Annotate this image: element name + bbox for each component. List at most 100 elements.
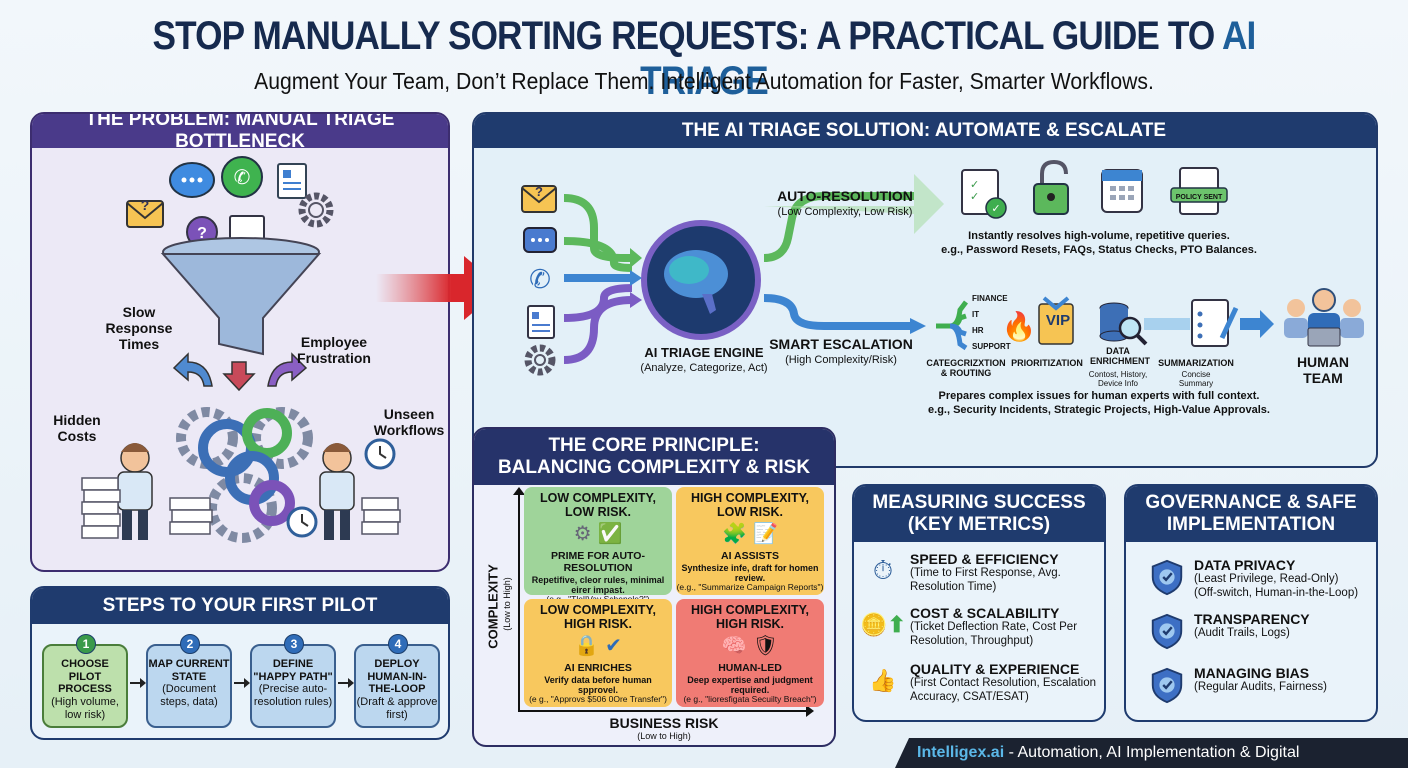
thumbs-up-stars-icon: 👍 bbox=[869, 668, 897, 693]
routing-branches-icon bbox=[936, 300, 968, 351]
document-icon bbox=[527, 305, 555, 339]
step-data-enrichment-sub: Contost, History, Device Info bbox=[1088, 370, 1148, 389]
governance-title: GOVERNANCE & SAFE IMPLEMENTATION bbox=[1126, 486, 1376, 542]
engine-sub: (Analyze, Categorize, Act) bbox=[640, 362, 768, 374]
core-title: THE CORE PRINCIPLE: BALANCING COMPLEXITY… bbox=[474, 429, 834, 485]
solution-panel: THE AI TRIAGE SOLUTION: AUTOMATE & ESCAL… bbox=[472, 112, 1378, 468]
core-principle-panel: THE CORE PRINCIPLE: BALANCING COMPLEXITY… bbox=[472, 427, 836, 747]
step-number: 2 bbox=[180, 634, 200, 654]
page-subtitle: Augment Your Team, Don’t Replace Them. I… bbox=[254, 68, 1154, 94]
svg-text:?: ? bbox=[197, 225, 207, 242]
step-arrow bbox=[338, 678, 354, 688]
footer-tagline: - Automation, AI Implementation & Digita… bbox=[1008, 744, 1300, 761]
step-number: 4 bbox=[388, 634, 408, 654]
svg-text:✆: ✆ bbox=[234, 167, 251, 189]
governance-desc: (Least Privilege, Read-Only) bbox=[1194, 573, 1339, 586]
svg-text:✓: ✓ bbox=[970, 191, 979, 203]
step-summarization-sub: Concise Summary bbox=[1178, 370, 1214, 389]
funnel-icon bbox=[160, 237, 322, 356]
smart-escalation-title: SMART ESCALATION bbox=[769, 336, 913, 352]
calendar-icon bbox=[1101, 169, 1143, 213]
governance-title-line2: IMPLEMENTATION bbox=[1166, 514, 1336, 535]
problem-to-solution-arrow bbox=[376, 256, 502, 320]
to-human-arrow bbox=[1240, 310, 1274, 338]
y-axis bbox=[518, 491, 520, 711]
metric-desc: (Time to First Response, Avg. Resolution… bbox=[910, 567, 1061, 593]
human-team-label: HUMAN TEAM bbox=[1296, 354, 1350, 387]
svg-text:✓: ✓ bbox=[991, 203, 1000, 215]
governance-desc: (Audit Trails, Logs) bbox=[1194, 627, 1290, 640]
email-question-icon: ? bbox=[126, 197, 164, 228]
escalation-desc-line1: Prepares complex issues for human expert… bbox=[938, 390, 1260, 402]
auto-desc-line2: e.g., Password Resets, FAQs, Status Chec… bbox=[941, 244, 1257, 256]
step-title: DEFINE "HAPPY PATH" bbox=[253, 658, 333, 683]
database-search-icon bbox=[1099, 302, 1148, 346]
policy-document-icon bbox=[1170, 167, 1228, 215]
chat-bubble-icon bbox=[169, 162, 215, 198]
checklist-icon: ✓✓✓ bbox=[961, 169, 1007, 219]
gear-icon bbox=[524, 344, 556, 376]
metric-item: 👍 QUALITY & EXPERIENCE(First Contact Res… bbox=[864, 661, 1104, 704]
auto-resolution-title: AUTO-RESOLUTION bbox=[777, 188, 913, 204]
footer-banner: Intelligex.ai - Automation, AI Implement… bbox=[895, 738, 1408, 768]
smart-escalation-sub: (High Complexity/Risk) bbox=[785, 354, 897, 366]
core-title-line1: THE CORE PRINCIPLE: bbox=[548, 435, 760, 457]
ai-brain-engine-icon bbox=[641, 220, 761, 340]
clock-icon bbox=[286, 506, 318, 538]
metric-title: QUALITY & EXPERIENCE bbox=[910, 661, 1080, 677]
core-title-line2: BALANCING COMPLEXITY & RISK bbox=[497, 457, 811, 478]
phone-icon: ✆ bbox=[529, 264, 551, 294]
svg-text:✓: ✓ bbox=[970, 179, 979, 191]
shield-check-icon bbox=[1151, 559, 1183, 596]
summary-document-icon bbox=[1191, 299, 1239, 347]
quadrant-title: LOW COMPLEXITY, LOW RISK. bbox=[540, 491, 656, 519]
metrics-title: MEASURING SUCCESS (KEY METRICS) bbox=[854, 486, 1104, 542]
quadrant-desc: Synthesize infe, draft for homen review. bbox=[681, 562, 819, 583]
governance-item: TRANSPARENCY(Audit Trails, Logs) bbox=[1148, 611, 1310, 650]
stressed-person-left-icon bbox=[117, 443, 153, 540]
lock-verified-icon: 🔒✔ bbox=[574, 634, 622, 657]
route-it: IT bbox=[972, 310, 980, 319]
vip-badge-icon bbox=[1038, 296, 1074, 345]
policy-sent-badge: POLICY SENT bbox=[1175, 194, 1223, 201]
curved-arrow-left-icon bbox=[172, 352, 213, 387]
stressed-person-right-icon bbox=[319, 443, 355, 540]
vip-label: VIP bbox=[1045, 312, 1071, 329]
step-number: 1 bbox=[76, 634, 96, 654]
quadrant-desc: Verify data before human spprovel. bbox=[544, 674, 652, 695]
whatsapp-phone-icon: ✆ bbox=[221, 156, 263, 198]
employee-frustration-label: Employee Frustration bbox=[297, 334, 371, 367]
quadrant-heading: AI ENRICHES bbox=[564, 662, 632, 674]
step-title: MAP CURRENT STATE bbox=[148, 658, 230, 683]
quadrant-example: (e.g., "Summarize Campaign Reports") bbox=[676, 581, 824, 592]
metric-title: COST & SCALABILITY bbox=[910, 605, 1060, 621]
curved-arrow-right-icon bbox=[267, 352, 308, 387]
y-axis-label: COMPLEXITY bbox=[485, 564, 501, 649]
fire-icon: 🔥 bbox=[1002, 310, 1037, 343]
title-accent: AI TRIAGE bbox=[640, 14, 1256, 103]
shield-check-icon bbox=[1151, 613, 1183, 650]
metrics-panel: MEASURING SUCCESS (KEY METRICS) ⏱ SPEED … bbox=[852, 484, 1106, 722]
step-number: 3 bbox=[284, 634, 304, 654]
metrics-title-line1: MEASURING SUCCESS bbox=[872, 492, 1086, 514]
footer-brand-link[interactable]: Intelligex.ai bbox=[917, 744, 1005, 761]
metric-desc: (Ticket Deflection Rate, Cost Per Resolu… bbox=[910, 621, 1078, 647]
metric-item: 🪙⬆ COST & SCALABILITY(Ticket Deflection … bbox=[860, 605, 1104, 648]
unlocked-padlock-icon bbox=[1033, 159, 1069, 215]
unseen-workflows-label: Unseen Workflows bbox=[373, 406, 445, 439]
metric-title: SPEED & EFFICIENCY bbox=[910, 551, 1059, 567]
escalation-desc-line2: e.g., Security Incidents, Strategic Proj… bbox=[928, 404, 1270, 416]
step-arrow bbox=[234, 678, 250, 688]
down-arrow-icon bbox=[222, 361, 256, 392]
coin-growth-icon: 🪙⬆ bbox=[860, 612, 906, 637]
x-axis-label: BUSINESS RISK bbox=[609, 715, 719, 731]
quadrant-example: (e g , "TlelIVay Schenole?") bbox=[524, 594, 672, 605]
x-axis bbox=[518, 710, 808, 712]
route-finance: FINANCE bbox=[972, 294, 1008, 303]
step-title: DEPLOY HUMAN-IN-THE-LOOP bbox=[367, 658, 427, 696]
